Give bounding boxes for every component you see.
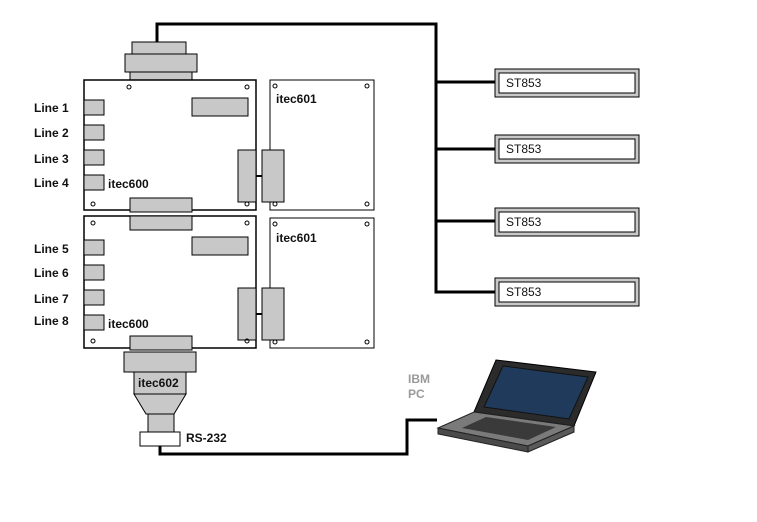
itec600-top-label: itec600: [108, 177, 149, 191]
itec602-label: itec602: [138, 376, 179, 390]
line-label-7: Line 7: [34, 292, 69, 306]
itec601-top-label: itec601: [276, 92, 317, 106]
st853-label-1: ST853: [506, 76, 542, 90]
rs232-label: RS-232: [186, 431, 227, 445]
line-label-1: Line 1: [34, 101, 69, 115]
itec600-board-top: [83, 79, 257, 213]
rs232-cable: [158, 418, 437, 456]
bus-cable: [155, 22, 495, 294]
st853-terminal-4: [494, 277, 640, 307]
laptop-icon: [436, 359, 597, 453]
line-label-8: Line 8: [34, 314, 69, 328]
line-label-5: Line 5: [34, 242, 69, 256]
itec600-bottom-label: itec600: [108, 317, 149, 331]
itec601-bottom-label: itec601: [276, 231, 317, 245]
st853-label-3: ST853: [506, 215, 542, 229]
itec601-board-top: [256, 79, 375, 211]
st853-terminal-2: [494, 134, 640, 164]
pc-label-pc: PC: [408, 387, 425, 401]
line-label-4: Line 4: [34, 176, 69, 190]
st853-terminal-1: [494, 68, 640, 98]
st853-terminal-3: [494, 207, 640, 237]
line-label-6: Line 6: [34, 266, 69, 280]
st853-label-2: ST853: [506, 142, 542, 156]
pc-label-ibm: IBM: [408, 372, 430, 386]
st853-label-4: ST853: [506, 285, 542, 299]
itec600-board-bottom: [83, 215, 257, 351]
line-label-3: Line 3: [34, 152, 69, 166]
itec602-converter: [123, 351, 197, 447]
itec601-board-bottom: [256, 217, 375, 349]
line-label-2: Line 2: [34, 126, 69, 140]
